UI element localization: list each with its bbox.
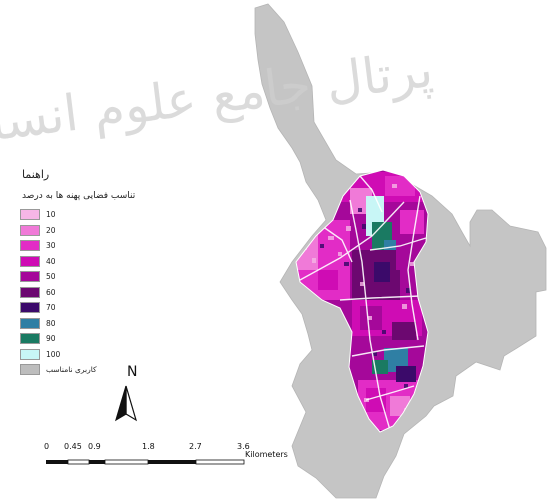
scale-unit: Kilometers: [245, 450, 288, 459]
legend-subtitle: تناسب فضایی پهنه ها به درصد: [22, 191, 136, 201]
legend-swatch: [20, 364, 40, 376]
scale-tick: 3.6: [237, 442, 250, 451]
legend-item: 30: [20, 238, 240, 254]
north-label: N: [127, 364, 138, 380]
legend-swatch: [20, 271, 40, 283]
legend-swatch: [20, 348, 40, 360]
legend-label: کاربری نامناسب: [46, 365, 97, 375]
zone-outline: [295, 169, 429, 433]
legend-label: 100: [46, 349, 61, 359]
legend-label: 90: [46, 334, 56, 344]
legend-swatch: [20, 302, 40, 314]
legend-label: 30: [46, 241, 56, 251]
legend-items: 10 20 30 40 50 60 70 80 90 100 کاربری نامناسب: [20, 207, 240, 378]
scale-tick: 0.9: [88, 442, 101, 451]
legend-item: 70: [20, 300, 240, 316]
legend-swatch: [20, 240, 40, 252]
legend-label: 10: [46, 210, 56, 220]
scale-tick: 1.8: [142, 442, 155, 451]
legend-label: 80: [46, 318, 56, 328]
map-legend: راهنما تناسب فضایی پهنه ها به درصد 10 20 3…: [20, 168, 240, 378]
legend-swatch: [20, 333, 40, 345]
legend-label: 70: [46, 303, 56, 313]
legend-swatch: [20, 286, 40, 298]
legend-item: 10: [20, 207, 240, 223]
legend-swatch: [20, 224, 40, 236]
scale-tick: 0.45: [64, 442, 82, 451]
legend-swatch: [20, 255, 40, 267]
legend-swatch: [20, 317, 40, 329]
legend-item: 50: [20, 269, 240, 285]
legend-label: 20: [46, 225, 56, 235]
legend-swatch: [20, 209, 40, 221]
legend-label: 40: [46, 256, 56, 266]
legend-item: 40: [20, 254, 240, 270]
scale-bar: 0 0.45 0.9 1.8 2.7 3.6 Kilometers: [42, 442, 292, 482]
legend-item: 100: [20, 347, 240, 363]
north-arrow: N: [118, 364, 148, 424]
legend-item: 20: [20, 223, 240, 239]
legend-item: کاربری نامناسب: [20, 362, 240, 378]
legend-item: 60: [20, 285, 240, 301]
legend-label: 50: [46, 272, 56, 282]
north-arrow-icon: [114, 385, 138, 422]
scale-tick: 2.7: [189, 442, 202, 451]
scale-bar-graphic: [46, 459, 245, 465]
legend-title: راهنما: [22, 168, 50, 181]
legend-label: 60: [46, 287, 56, 297]
scale-tick: 0: [44, 442, 50, 451]
legend-item: 90: [20, 331, 240, 347]
legend-item: 80: [20, 316, 240, 332]
